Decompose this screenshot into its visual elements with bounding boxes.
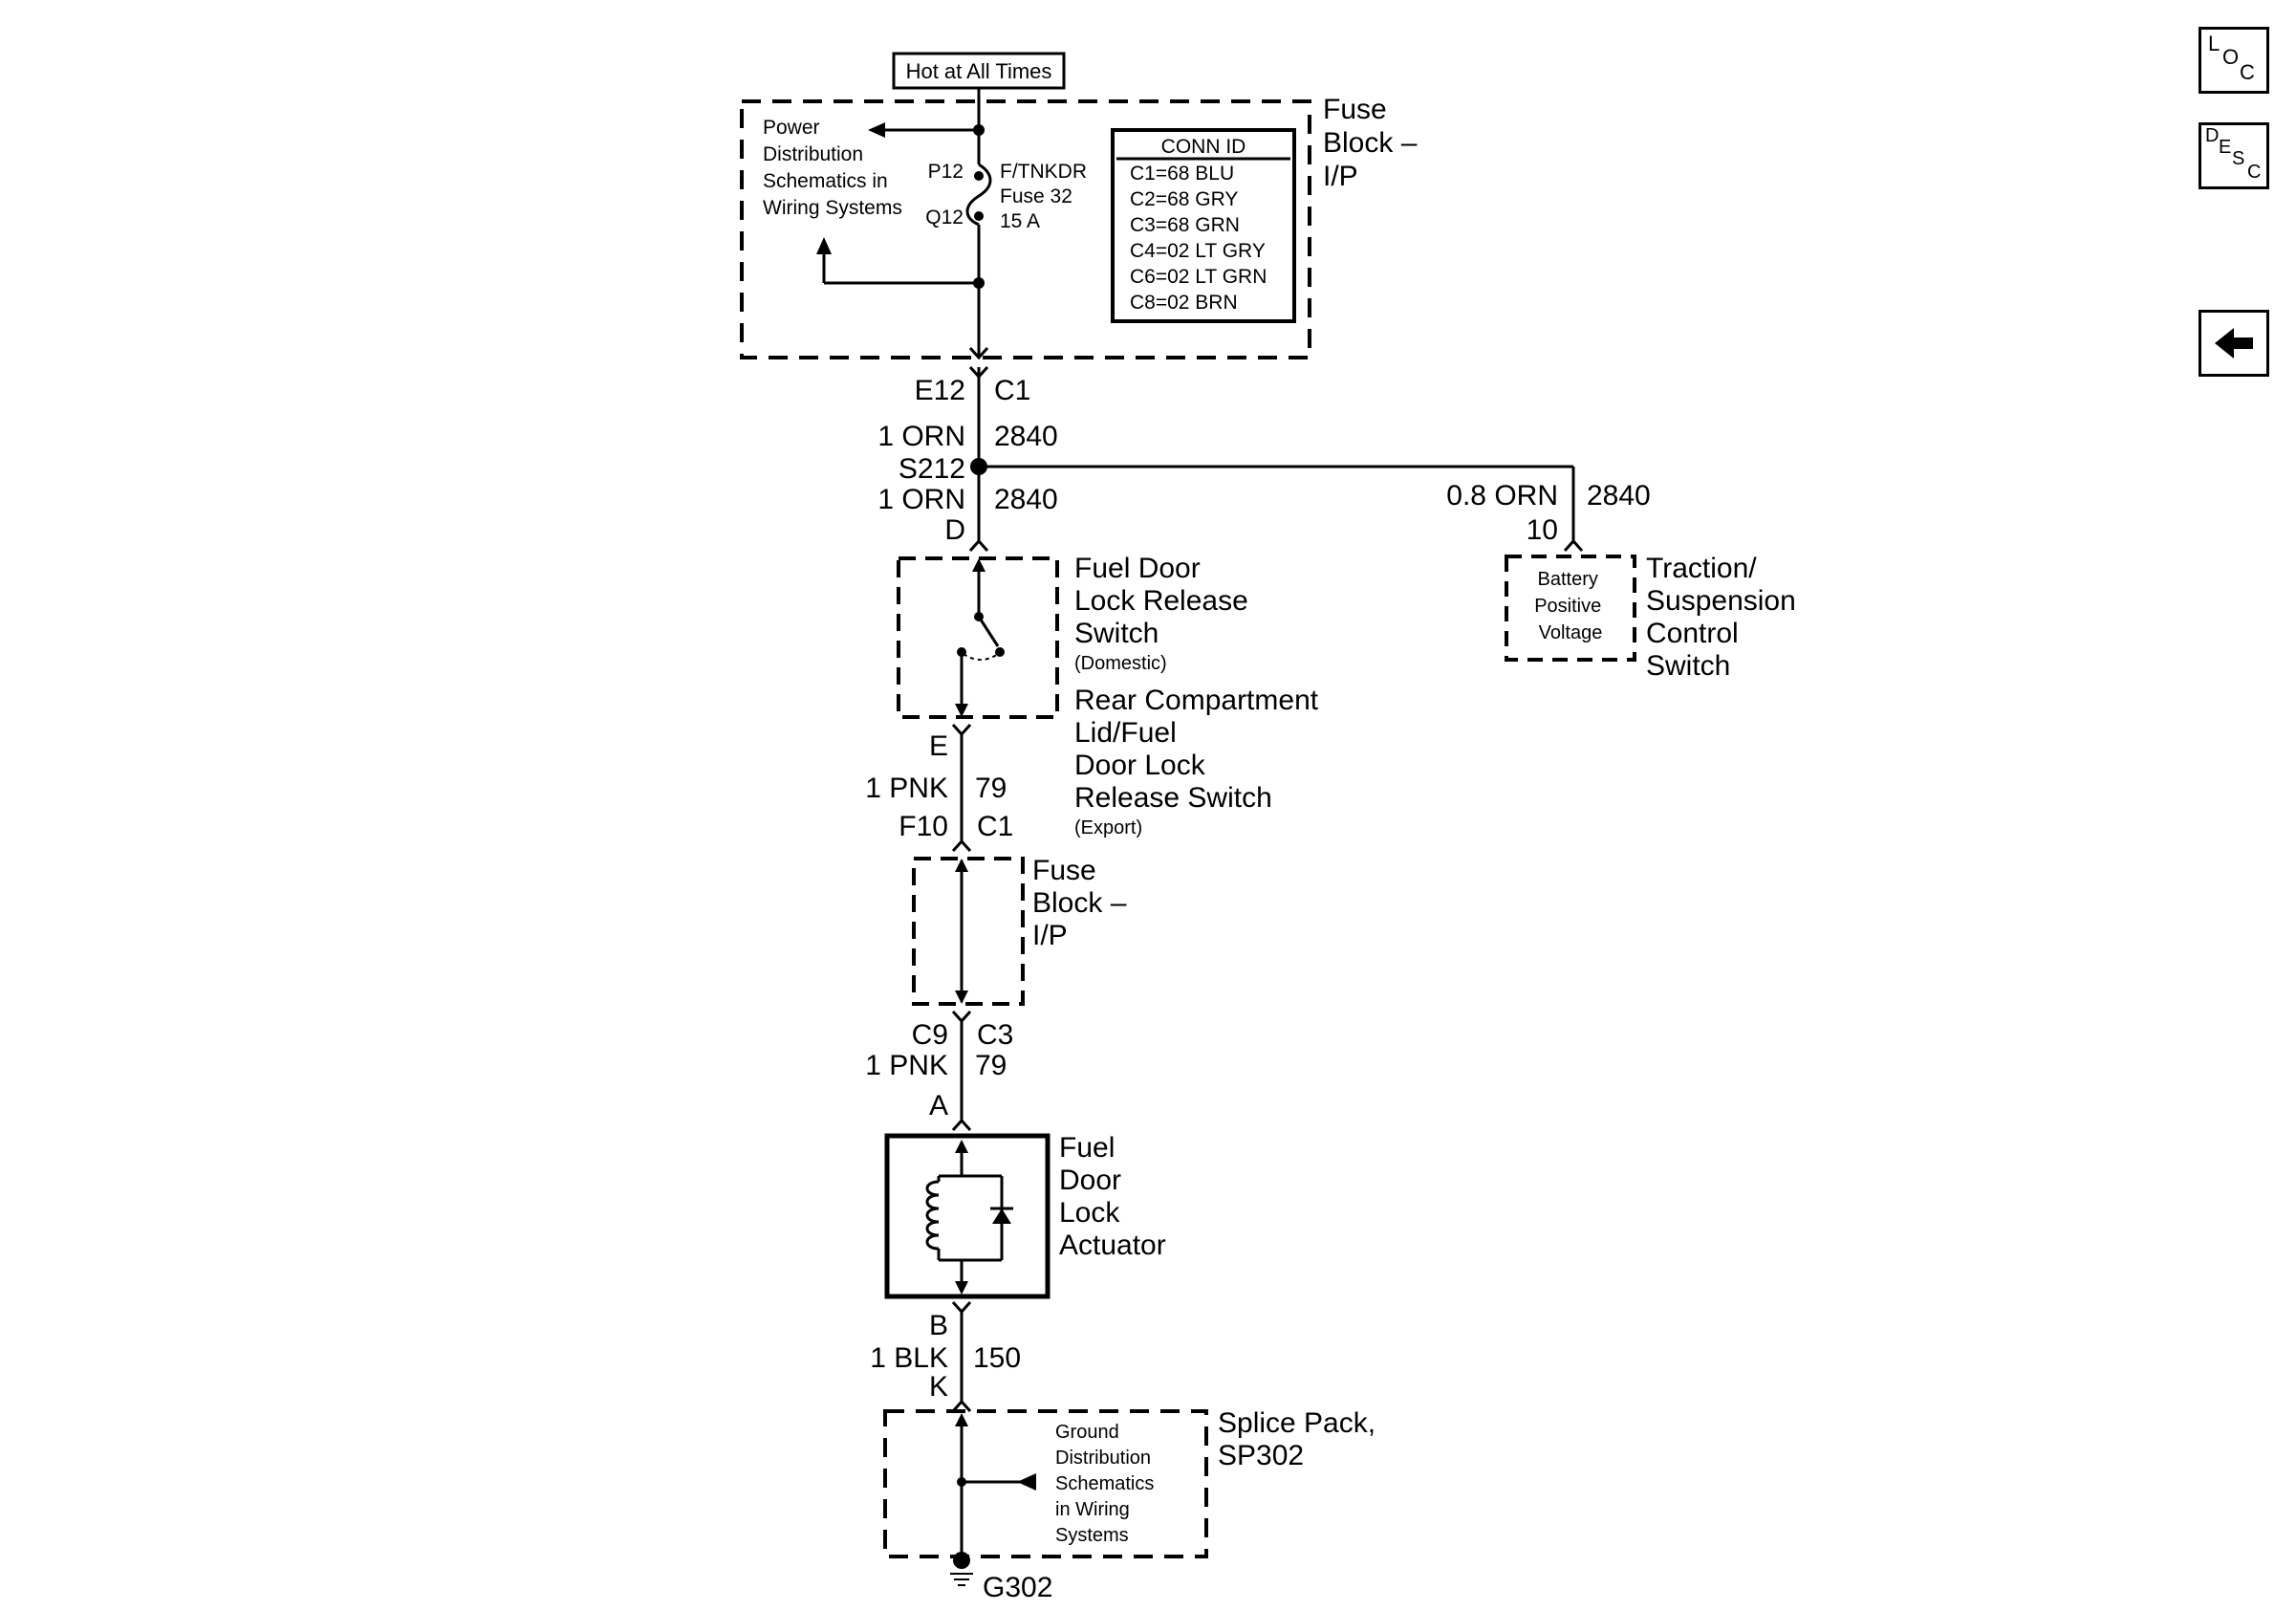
- tcs-title: Traction/ Suspension Control Switch: [1646, 553, 1804, 682]
- conn-id-title: CONN ID: [1161, 136, 1246, 158]
- wire1-conn: C1: [994, 375, 1030, 406]
- splice-pack-title: Splice Pack, SP302: [1218, 1407, 1383, 1471]
- splice-circuit: 2840: [994, 484, 1058, 515]
- splice-pin: D: [944, 514, 965, 546]
- branch-wire: 0.8 ORN: [1446, 480, 1558, 512]
- loc-button[interactable]: L O C: [2199, 27, 2269, 94]
- fuse-label: F/TNKDR Fuse 32 15 A: [1000, 161, 1093, 232]
- desc-button[interactable]: D E S C: [2199, 122, 2269, 189]
- fuel-switch-title: Fuel Door Lock Release Switch: [1074, 553, 1256, 649]
- wire2-conn: C1: [977, 811, 1013, 842]
- fuel-switch-title2: Rear Compartment Lid/Fuel Door Lock Rele…: [1074, 685, 1326, 814]
- splice-id: S212: [899, 453, 965, 485]
- wire2-pin-top: E: [929, 730, 948, 762]
- wire3-pin-c9: C9: [912, 1019, 948, 1051]
- wire3-conn: C3: [977, 1019, 1013, 1051]
- branch-pin: 10: [1527, 514, 1558, 546]
- left-arrow-icon: [2215, 328, 2253, 359]
- ground-id: G302: [983, 1572, 1052, 1603]
- fuse-block-top-box: [740, 99, 1311, 359]
- desc-letter-c: C: [2247, 162, 2262, 183]
- power-distribution-text: Power Distribution Schematics in Wiring …: [763, 117, 902, 219]
- fuse-pin-out: Q12: [925, 207, 964, 229]
- conn-id-rows: C1=68 BLU C2=68 GRY C3=68 GRN C4=02 LT G…: [1130, 163, 1272, 314]
- wire2-circuit: 79: [975, 773, 1007, 804]
- branch-circuit: 2840: [1587, 480, 1651, 512]
- fuel-switch-sub2: (Export): [1074, 817, 1142, 838]
- fuel-switch-sub1: (Domestic): [1074, 653, 1167, 674]
- desc-letter-e: E: [2219, 137, 2232, 158]
- wire4-color: 1 BLK: [870, 1342, 948, 1374]
- fuse-pin-in: P12: [928, 161, 964, 183]
- conn-id-table: [1111, 128, 1296, 323]
- wire3-color: 1 PNK: [865, 1050, 948, 1081]
- wire3-circuit: 79: [975, 1050, 1007, 1081]
- ground-terminal: [953, 1552, 970, 1569]
- wire4-pin-top: B: [929, 1310, 948, 1341]
- wire2-color: 1 PNK: [865, 773, 948, 804]
- fuse-block-mid-box: [912, 857, 1025, 1006]
- wire4-pin-bottom: K: [929, 1371, 948, 1403]
- loc-letter-o: O: [2222, 45, 2240, 69]
- actuator-title: Fuel Door Lock Actuator: [1059, 1132, 1166, 1261]
- back-button[interactable]: [2199, 310, 2269, 377]
- tcs-box: [1505, 555, 1636, 662]
- desc-letter-d: D: [2205, 125, 2220, 146]
- splice-wire: 1 ORN: [877, 484, 965, 515]
- coil-symbol: [925, 1180, 940, 1251]
- desc-letter-s: S: [2232, 148, 2245, 169]
- splice-pack-box: [883, 1409, 1208, 1558]
- wire1-color: 1 ORN: [877, 421, 965, 452]
- wire1-pin: E12: [915, 375, 965, 406]
- tcs-box-text: Battery Positive Voltage: [1534, 569, 1607, 643]
- diode-symbol: [992, 1208, 1011, 1224]
- fuse-block-mid-title: Fuse Block – I/P: [1032, 855, 1135, 951]
- hot-label: Hot at All Times: [906, 59, 1052, 83]
- loc-letter-c: C: [2240, 60, 2255, 84]
- fuse-block-top-title: Fuse Block – I/P: [1323, 94, 1425, 192]
- wire3-pin: A: [929, 1090, 948, 1121]
- wire2-pin-bottom: F10: [899, 811, 948, 842]
- ground-distribution-text: Ground Distribution Schematics in Wiring…: [1055, 1422, 1159, 1546]
- wire1-circuit: 2840: [994, 421, 1058, 452]
- actuator-box: [884, 1133, 1051, 1299]
- fuse-symbol: [965, 163, 992, 227]
- wire4-circuit: 150: [973, 1342, 1021, 1374]
- switch-contact: [977, 616, 1000, 647]
- loc-letter-l: L: [2208, 32, 2220, 55]
